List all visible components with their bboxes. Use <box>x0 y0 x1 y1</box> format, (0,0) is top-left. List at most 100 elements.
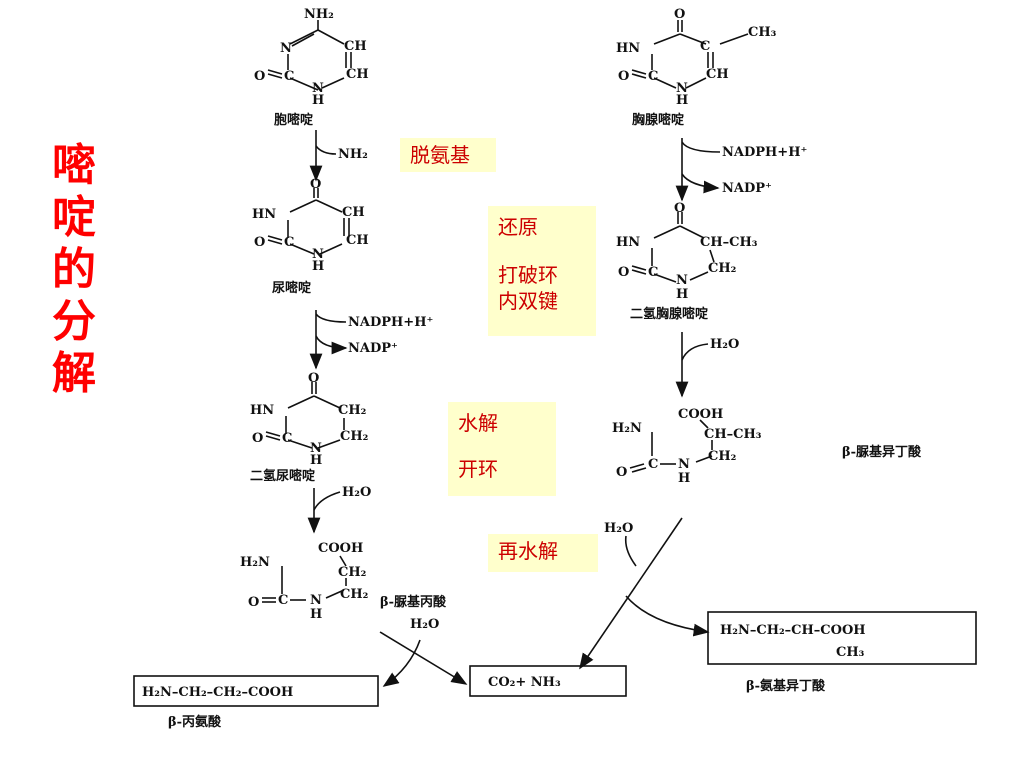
atom-label: C <box>284 235 294 250</box>
atom-label: CH₂ <box>338 565 366 580</box>
compound-name-dihydrouracil: 二氢尿嘧啶 <box>250 468 315 484</box>
atom-label: O <box>308 371 319 386</box>
arrow-branch-nadph-right <box>681 141 721 153</box>
atom-label: N <box>280 41 292 56</box>
arrow-branch-nh2 <box>315 145 337 155</box>
slide-title: 嘧 啶 的 分 解 <box>44 140 104 400</box>
reagent-h2o-2: H₂O <box>410 617 439 632</box>
reagent-nadph-right: NADPH+H⁺ <box>722 145 807 160</box>
atom-label: N <box>312 247 324 262</box>
arrow-branch-h2o-right <box>681 343 709 361</box>
title-char: 解 <box>52 348 96 399</box>
title-char: 嘧 <box>52 140 96 191</box>
compound-name-ureidoisobutyrate: β-脲基异丁酸 <box>842 444 922 460</box>
dihydrouracil-ring <box>265 382 345 449</box>
atom-label: CH <box>346 67 369 82</box>
atom-label: H <box>310 453 322 468</box>
compound-name-uracil: 尿嘧啶 <box>272 280 311 296</box>
product-beta-alanine: H₂N–CH₂–CH₂–COOH <box>142 685 293 700</box>
atom-label: HN <box>616 235 640 250</box>
atom-label: HN <box>250 403 274 418</box>
ureidopropionate-chain <box>262 555 347 603</box>
product-co2-nh3: CO₂+ NH₃ <box>488 675 561 690</box>
compound-name-ureidopropionate: β-脲基丙酸 <box>380 594 447 610</box>
aminoisobutyrate-box <box>707 611 977 665</box>
compound-name-aminoisobutyrate: β-氨基异丁酸 <box>746 678 826 694</box>
arrow-branch-h2o-left <box>313 491 341 511</box>
atom-label: CH₂ <box>340 587 368 602</box>
product-aminoisobutyrate-methyl: CH₃ <box>836 645 865 660</box>
atom-label: CH–CH₃ <box>704 427 762 442</box>
atom-label: CH₂ <box>708 449 736 464</box>
atom-label: CH <box>706 67 729 82</box>
atom-label: CH–CH₃ <box>700 235 758 250</box>
beta-alanine-box <box>133 675 379 707</box>
atom-label: H₂N <box>612 421 642 436</box>
atom-label: O <box>248 595 259 610</box>
reagent-nadp-left: NADP⁺ <box>348 341 398 356</box>
atom-label: CH₂ <box>708 261 736 276</box>
compound-name-thymine: 胸腺嘧啶 <box>632 112 684 128</box>
product-aminoisobutyrate: H₂N–CH₂–CH–COOH <box>720 623 866 638</box>
uracil-ring <box>267 188 350 255</box>
atom-label: H <box>312 93 324 108</box>
atom-label: H₂N <box>240 555 270 570</box>
arrow-to-co2-right <box>579 517 683 670</box>
atom-label: O <box>618 265 629 280</box>
atom-label: O <box>310 177 321 192</box>
atom-label: CH <box>344 39 367 54</box>
reagent-h2o-1: H₂O <box>342 485 371 500</box>
atom-label: O <box>674 7 685 22</box>
atom-label: N <box>312 81 324 96</box>
atom-label: C <box>284 69 294 84</box>
atom-label: C <box>278 593 288 608</box>
atom-label: NH₂ <box>304 7 334 22</box>
atom-label: C <box>282 431 292 446</box>
atom-label: C <box>648 265 658 280</box>
atom-label: H <box>676 93 688 108</box>
atom-label: HN <box>616 41 640 56</box>
atom-label: N <box>676 273 688 288</box>
compound-name-cytosine: 胞嘧啶 <box>273 112 313 128</box>
co2-nh3-box <box>469 665 627 697</box>
atom-label: O <box>618 69 629 84</box>
atom-label: N <box>310 593 322 608</box>
arrow-branch-h2o-right2 <box>624 535 637 567</box>
atom-label: O <box>616 465 627 480</box>
atom-label: H <box>678 471 690 486</box>
note-rehydrolysis: 再水解 <box>488 534 598 572</box>
ureidoisobutyrate-chain <box>629 419 713 473</box>
atom-label: H <box>676 287 688 302</box>
atom-label: O <box>254 235 265 250</box>
atom-label: CH₃ <box>748 25 777 40</box>
atom-label: HN <box>252 207 276 222</box>
atom-label: N <box>676 81 688 96</box>
atom-label: C <box>648 69 658 84</box>
atom-label: N <box>310 441 322 456</box>
arrow-branch-nadp-left <box>315 335 348 355</box>
atom-label: O <box>674 201 685 216</box>
atom-label: C <box>700 39 710 54</box>
note-reduction: 还原 打破环 内双键 <box>488 206 596 336</box>
atom-label: COOH <box>318 541 363 556</box>
thymine-ring <box>631 20 749 89</box>
reagent-nadph-left: NADPH+H⁺ <box>348 315 433 330</box>
title-char: 的 <box>52 244 96 295</box>
atom-label: O <box>254 69 265 84</box>
title-char: 啶 <box>52 192 96 243</box>
compound-name-dihydrothymine: 二氢胸腺嘧啶 <box>630 306 708 322</box>
compound-name-beta-alanine: β-丙氨酸 <box>168 714 222 730</box>
atom-label: CH <box>346 233 369 248</box>
arrow-to-aminoisobutyrate <box>625 595 710 637</box>
atom-label: H <box>310 607 322 622</box>
atom-label: CH₂ <box>338 403 366 418</box>
arrow-to-beta-alanine <box>382 639 421 687</box>
title-char: 分 <box>52 296 96 347</box>
note-hydrolysis: 水解 开环 <box>448 402 556 496</box>
atom-label: N <box>678 457 690 472</box>
arrow-to-co2-left <box>379 631 468 685</box>
arrow-branch-nadph-left <box>315 313 347 323</box>
reagent-nh2: NH₂ <box>338 147 368 162</box>
atom-label: C <box>648 457 658 472</box>
